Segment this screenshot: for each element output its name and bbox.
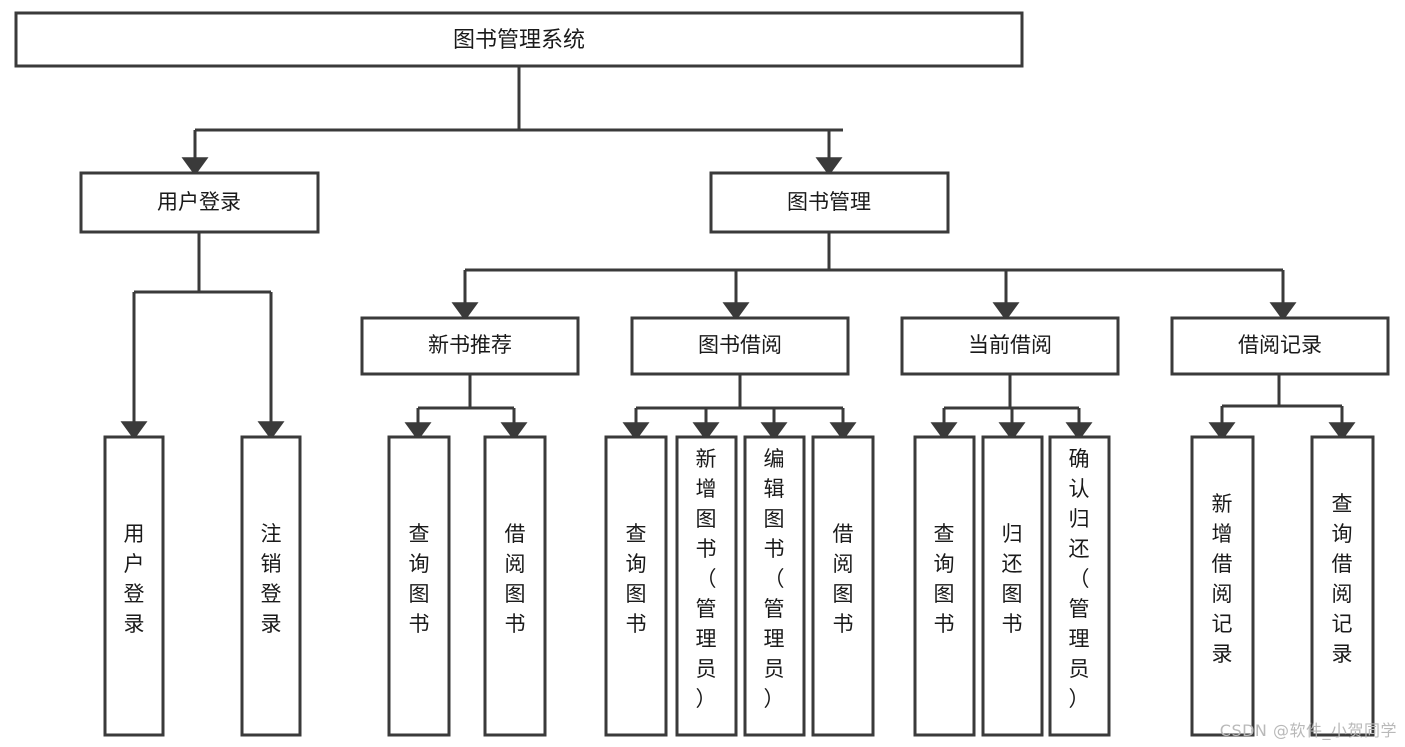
node-new-book-recommend[interactable]: 新书推荐 [360, 316, 580, 376]
leaf-book-borrow-1-box[interactable] [604, 435, 668, 737]
node-current-borrow-label: 当前借阅 [968, 333, 1052, 357]
node-book-borrow[interactable]: 图书借阅 [630, 316, 850, 376]
leaf-borrow-record-2[interactable]: 查询借阅记录 [1310, 435, 1375, 737]
leaf-book-borrow-4[interactable]: 借阅图书 [811, 435, 875, 737]
node-user-login[interactable]: 用户登录 [79, 171, 320, 234]
node-new-book-recommend-label: 新书推荐 [428, 333, 512, 357]
leaf-book-borrow-2[interactable]: 新增图书（管理员） [675, 435, 738, 737]
leaf-current-borrow-3[interactable]: 确认归还（管理员） [1048, 435, 1111, 737]
leaf-new-book-2-label: 借阅图书 [505, 522, 526, 636]
leaf-book-borrow-4-label: 借阅图书 [833, 522, 854, 636]
leaf-current-borrow-1-label: 查询图书 [934, 522, 955, 636]
node-borrow-record[interactable]: 借阅记录 [1170, 316, 1390, 376]
node-book-borrow-box[interactable] [630, 316, 850, 376]
leaf-book-borrow-3-box[interactable] [743, 435, 806, 737]
node-current-borrow-box[interactable] [900, 316, 1120, 376]
node-user-login-label: 用户登录 [157, 190, 241, 214]
leaf-borrow-record-1-label: 新增借阅记录 [1212, 492, 1233, 666]
leaf-current-borrow-3-box[interactable] [1048, 435, 1111, 737]
node-new-book-recommend-box[interactable] [360, 316, 580, 376]
leaf-current-borrow-2[interactable]: 归还图书 [981, 435, 1044, 737]
edges-borrow-record-to-leaves [1208, 374, 1356, 441]
leaf-book-borrow-1-label: 查询图书 [626, 522, 647, 636]
edges-borrow-book-to-leaves [622, 374, 857, 441]
csdn-watermark: CSDN @软件_小贺同学 [1219, 721, 1397, 740]
leaf-book-borrow-3-label: 编辑图书（管理员） [764, 447, 785, 711]
leaf-user-login-1-box[interactable] [103, 435, 165, 737]
leaf-current-borrow-1[interactable]: 查询图书 [913, 435, 976, 737]
leaf-new-book-1-box[interactable] [387, 435, 451, 737]
edges-book-mgmt-to-level3 [451, 232, 1297, 321]
leaf-current-borrow-1-box[interactable] [913, 435, 976, 737]
node-book-management-box[interactable] [709, 171, 950, 234]
edges-root-to-level2 [181, 66, 843, 176]
leaf-current-borrow-3-label: 确认归还（管理员） [1069, 447, 1090, 711]
leaf-borrow-record-1-box[interactable] [1190, 435, 1255, 737]
leaf-user-login-2[interactable]: 注销登录 [240, 435, 302, 737]
node-book-borrow-label: 图书借阅 [698, 333, 782, 357]
node-root-label: 图书管理系统 [453, 28, 585, 53]
edges-current-borrow-to-leaves [930, 374, 1093, 441]
node-user-login-box[interactable] [79, 171, 320, 234]
edges-new-book-to-leaves [404, 374, 528, 441]
leaf-user-login-2-box[interactable] [240, 435, 302, 737]
node-book-management[interactable]: 图书管理 [709, 171, 950, 234]
leaf-borrow-record-2-label: 查询借阅记录 [1332, 492, 1353, 666]
leaf-new-book-2-box[interactable] [483, 435, 547, 737]
leaf-current-borrow-2-label: 归还图书 [1002, 522, 1023, 636]
leaf-book-borrow-1[interactable]: 查询图书 [604, 435, 668, 737]
node-root[interactable]: 图书管理系统 [14, 11, 1024, 68]
leaf-book-borrow-2-label: 新增图书（管理员） [696, 447, 717, 711]
edges-user-login-to-leaves [120, 232, 285, 440]
node-borrow-record-box[interactable] [1170, 316, 1390, 376]
leaf-new-book-1[interactable]: 查询图书 [387, 435, 451, 737]
leaf-new-book-1-label: 查询图书 [409, 522, 430, 636]
node-root-box[interactable] [14, 11, 1024, 68]
leaf-current-borrow-2-box[interactable] [981, 435, 1044, 737]
node-borrow-record-label: 借阅记录 [1238, 333, 1322, 357]
leaf-borrow-record-2-box[interactable] [1310, 435, 1375, 737]
leaf-user-login-1[interactable]: 用户登录 [103, 435, 165, 737]
leaf-book-borrow-3[interactable]: 编辑图书（管理员） [743, 435, 806, 737]
leaf-user-login-1-label: 用户登录 [124, 522, 145, 636]
leaf-book-borrow-4-box[interactable] [811, 435, 875, 737]
leaf-new-book-2[interactable]: 借阅图书 [483, 435, 547, 737]
leaf-book-borrow-2-box[interactable] [675, 435, 738, 737]
node-current-borrow[interactable]: 当前借阅 [900, 316, 1120, 376]
leaf-user-login-2-label: 注销登录 [261, 522, 282, 636]
node-book-management-label: 图书管理 [787, 190, 871, 214]
leaf-borrow-record-1[interactable]: 新增借阅记录 [1190, 435, 1255, 737]
